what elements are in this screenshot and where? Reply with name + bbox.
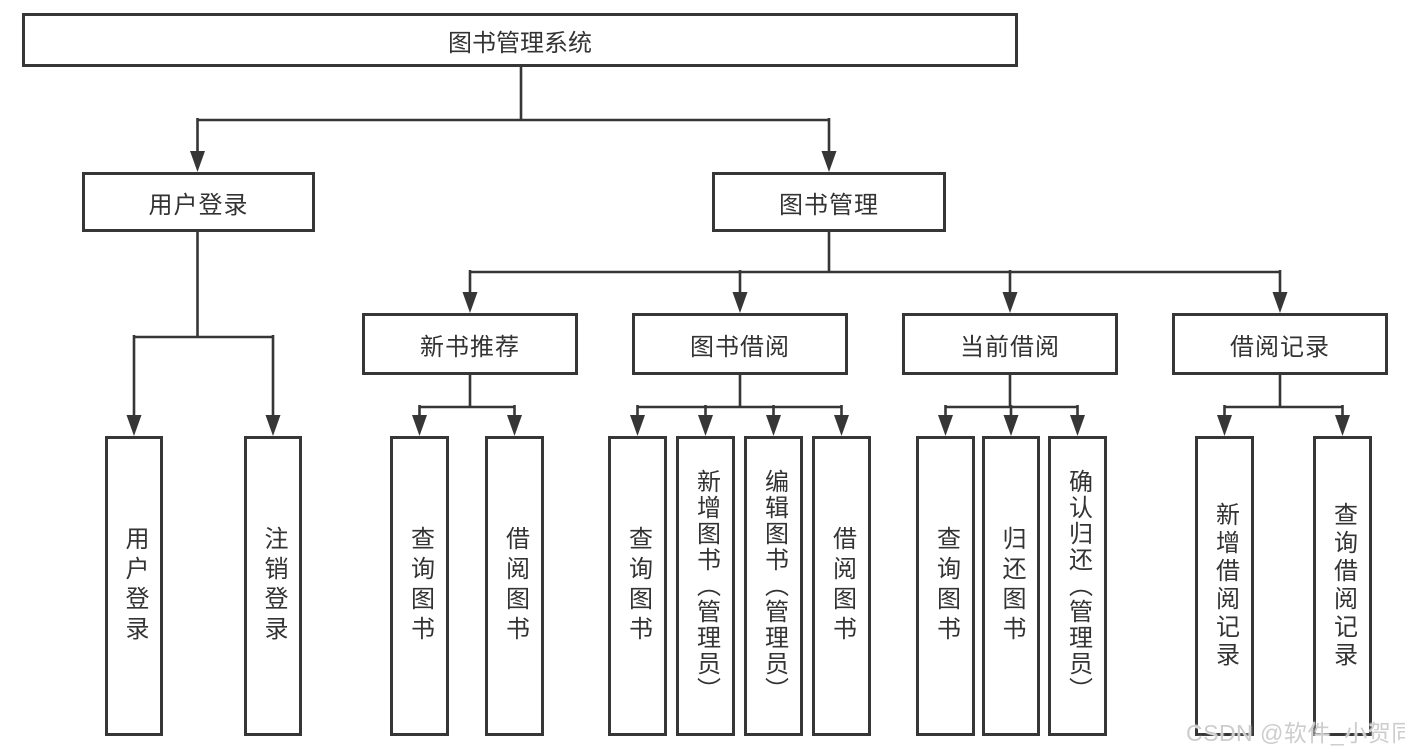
node-label: 新增图书（管理员） [692,469,720,703]
leaf-query-books-current: 查询图书 [916,436,975,736]
leaf-query-books-recommend: 查询图书 [390,436,449,736]
leaf-logout: 注销登录 [244,436,302,736]
leaf-borrow-books-borrowing: 借阅图书 [812,436,871,736]
node-borrowing-records: 借阅记录 [1172,313,1388,375]
leaf-edit-book-admin: 编辑图书（管理员） [744,436,803,736]
watermark: CSDN @软件_小贺同学 [1186,720,1405,746]
leaf-add-borrow-record: 新增借阅记录 [1195,436,1254,736]
node-label: 确认归还（管理员） [1064,469,1092,703]
leaf-return-book: 归还图书 [982,436,1040,736]
node-label: 借阅记录 [1230,333,1330,361]
node-library-system: 图书管理系统 [22,13,1018,67]
node-label: 借阅图书 [828,526,856,646]
leaf-confirm-return-admin: 确认归还（管理员） [1048,436,1107,736]
node-label: 查询图书 [406,526,434,646]
node-new-book-recommendation: 新书推荐 [362,313,578,375]
node-label: 归还图书 [998,526,1025,646]
node-label: 图书借阅 [690,333,790,361]
node-current-borrowing: 当前借阅 [902,313,1118,375]
leaf-borrow-books-recommend: 借阅图书 [485,436,544,736]
node-book-borrowing: 图书借阅 [632,313,848,375]
leaf-add-book-admin: 新增图书（管理员） [676,436,735,736]
node-label: 查询图书 [624,526,652,646]
node-label: 编辑图书（管理员） [760,469,788,703]
leaf-user-login: 用户登录 [105,436,163,736]
node-label: 图书管理 [779,191,879,219]
leaf-query-borrow-record: 查询借阅记录 [1313,436,1372,736]
node-label: 用户登录 [121,526,148,646]
node-label: 用户登录 [148,191,249,219]
node-label: 查询借阅记录 [1329,502,1357,670]
node-label: 查询图书 [932,526,960,646]
node-label: 注销登录 [260,526,287,646]
node-book-management: 图书管理 [712,172,946,232]
node-label: 图书管理系统 [448,29,592,57]
node-label: 新书推荐 [420,333,520,361]
node-label: 当前借阅 [960,333,1060,361]
node-user-login: 用户登录 [82,172,315,232]
leaf-query-books-borrowing: 查询图书 [608,436,667,736]
node-label: 借阅图书 [501,526,529,646]
node-label: 新增借阅记录 [1211,502,1239,670]
